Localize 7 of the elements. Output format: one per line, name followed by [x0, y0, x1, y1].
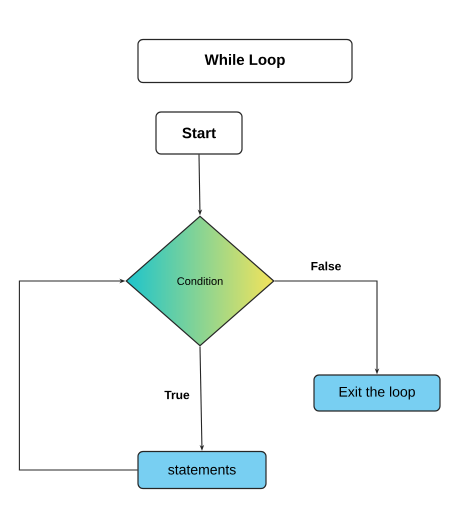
process-box: statements	[137, 450, 267, 490]
title-box: While Loop	[137, 38, 353, 84]
arrow	[18, 278, 138, 471]
edge-label: False	[310, 260, 342, 272]
edge-label: True	[163, 390, 191, 400]
start-box: Start	[155, 111, 243, 155]
process-box: Exit the loop	[313, 374, 441, 412]
